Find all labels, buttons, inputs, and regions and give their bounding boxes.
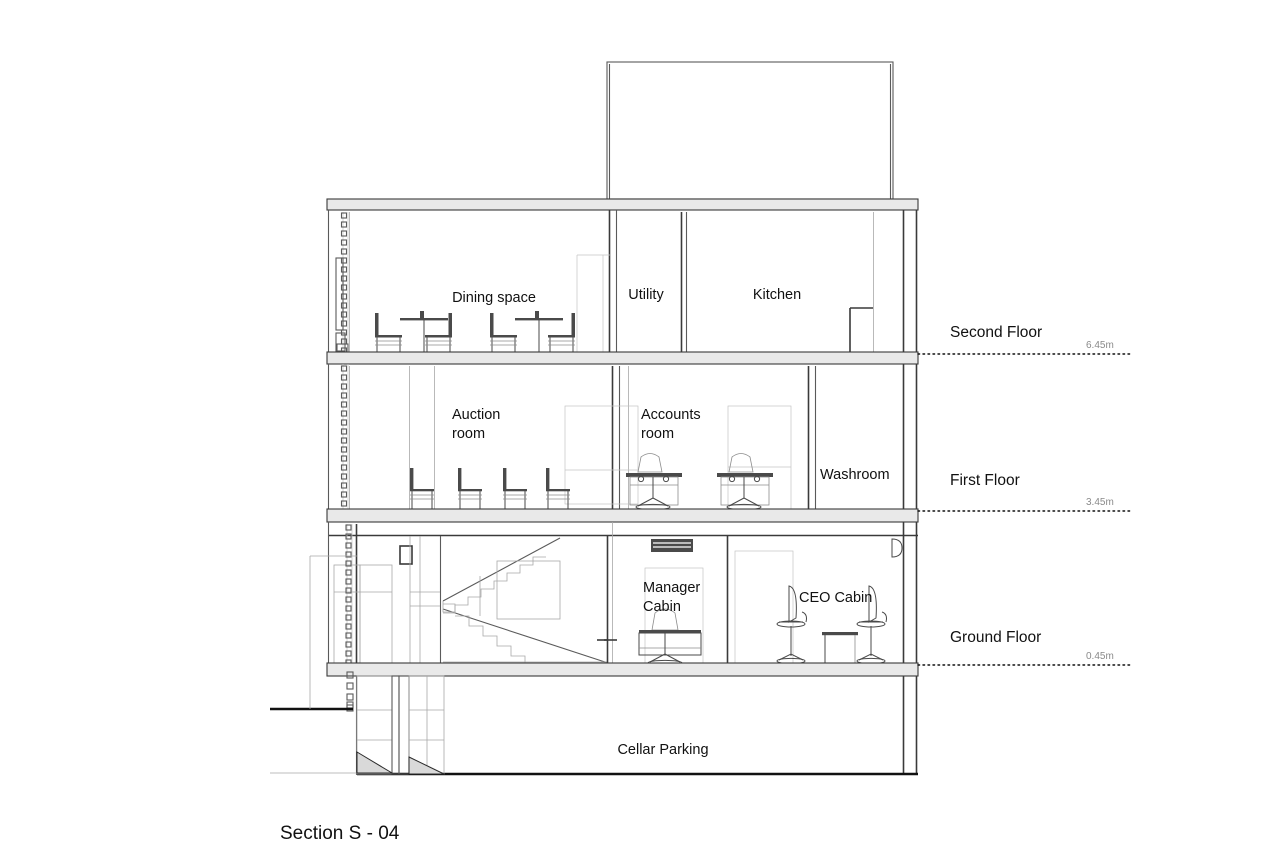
level-elevation-second: 6.45m	[1086, 340, 1114, 351]
dining-chair	[425, 313, 452, 353]
room-label-accounts-line1: Accounts	[641, 407, 701, 423]
level-elevation-first: 3.45m	[1086, 497, 1114, 508]
room-label-kitchen: Kitchen	[753, 287, 801, 303]
dining-table	[515, 311, 563, 353]
facade-louver-screen-first	[340, 364, 349, 511]
room-label-auction-line1: Auction	[452, 407, 500, 423]
level-labels: Second Floor 6.45m First Floor 3.45m Gro…	[950, 324, 1114, 662]
room-label-ceo: CEO Cabin	[799, 590, 872, 606]
staircase	[442, 537, 609, 677]
dining-chair	[375, 313, 402, 353]
drawing-title: Section S - 04	[280, 823, 400, 844]
first-floor-volume	[327, 364, 918, 517]
room-label-dining: Dining space	[452, 290, 536, 306]
ceo-side-table	[822, 632, 858, 664]
level-leader-lines	[917, 353, 1131, 666]
roof-parapet-box	[606, 61, 894, 200]
ground-floor-slab	[326, 662, 919, 677]
facade-louver-screen-cellar	[346, 671, 354, 712]
ceo-chair	[776, 585, 807, 665]
room-label-manager-line2: Cabin	[643, 599, 681, 615]
second-floor-slab	[326, 351, 919, 365]
first-floor-slab	[326, 508, 919, 523]
office-desk-chair	[626, 453, 682, 511]
auction-chair	[458, 468, 482, 510]
room-label-utility: Utility	[628, 287, 664, 303]
level-label-ground: Ground Floor	[950, 629, 1041, 646]
second-floor-volume	[327, 210, 918, 359]
room-label-manager-line1: Manager	[643, 580, 700, 596]
dining-table	[400, 311, 448, 353]
ceo-chair	[856, 585, 887, 665]
wall-light-fixture	[891, 538, 903, 558]
dining-chair	[490, 313, 517, 353]
room-labels: Dining space Utility Kitchen Auction roo…	[452, 287, 890, 758]
ground-floor-volume	[327, 522, 918, 677]
level-elevation-ground: 0.45m	[1086, 651, 1114, 662]
room-label-accounts-line2: room	[641, 426, 674, 442]
dining-chair	[548, 313, 575, 353]
room-label-washroom: Washroom	[820, 467, 890, 483]
auction-chair	[410, 468, 434, 510]
roof-slab	[326, 198, 919, 211]
ac-unit	[651, 539, 693, 552]
auction-chair	[546, 468, 570, 510]
level-label-first: First Floor	[950, 472, 1020, 489]
facade-louver-screen-ground	[345, 524, 353, 666]
facade-louver-screen	[335, 212, 349, 359]
room-label-auction-line2: room	[452, 426, 485, 442]
cellar-ramp-grid	[356, 675, 445, 775]
manager-desk-chair	[638, 608, 702, 667]
room-label-cellar: Cellar Parking	[617, 742, 708, 758]
office-desk-chair	[717, 453, 773, 511]
level-label-second: Second Floor	[950, 324, 1042, 341]
accounts-workstations	[626, 453, 773, 511]
dining-furniture	[375, 311, 575, 353]
ground-service-grid	[333, 536, 442, 666]
cellar-volume	[270, 555, 918, 776]
auction-chair	[503, 468, 527, 510]
auction-chairs	[410, 468, 570, 510]
